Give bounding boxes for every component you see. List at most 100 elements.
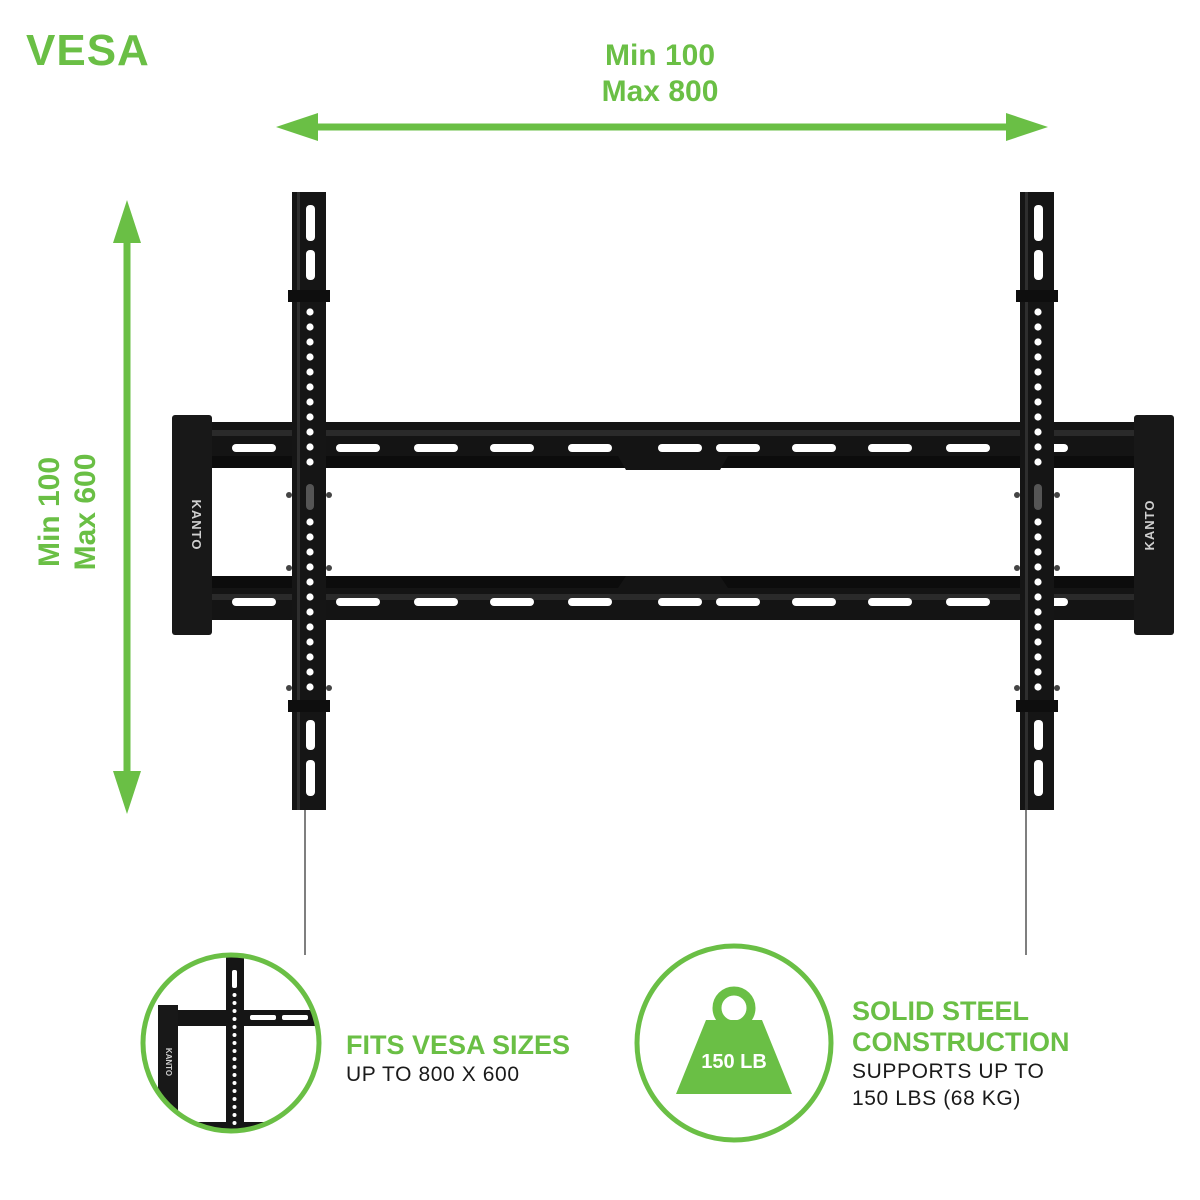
detail-hole xyxy=(232,993,237,997)
arm-hole xyxy=(1034,443,1042,451)
detail-hole xyxy=(232,1025,237,1029)
detail-hole xyxy=(232,1113,237,1117)
detail-hole xyxy=(232,1089,237,1093)
detail-hole xyxy=(232,1033,237,1037)
brand-right: KANTO xyxy=(1142,500,1157,551)
plate-slot xyxy=(336,444,380,452)
arm-hole xyxy=(306,323,314,331)
horizontal-max: Max 800 xyxy=(601,75,719,108)
arm-hole xyxy=(306,578,314,586)
plate-slot xyxy=(868,598,912,606)
arm-hole xyxy=(306,338,314,346)
horizontal-arrow xyxy=(276,113,1048,141)
plate-slot xyxy=(716,444,760,452)
arm-hole xyxy=(306,668,314,676)
detail-hole xyxy=(232,1105,237,1109)
plate-slot xyxy=(716,598,760,606)
weight-icon: 150 LB xyxy=(634,943,834,1143)
arm-hole xyxy=(1034,668,1042,676)
arm-hole xyxy=(306,308,314,316)
arm-hole xyxy=(1034,323,1042,331)
arm-hole xyxy=(306,413,314,421)
arm-hole xyxy=(306,608,314,616)
arm-hole xyxy=(1034,398,1042,406)
arm-hole xyxy=(306,548,314,556)
horizontal-dimension-label: Min 100 Max 800 xyxy=(560,38,760,110)
feature-steel: SOLID STEEL CONSTRUCTION SUPPORTS UP TO … xyxy=(852,996,1070,1112)
plate-slot xyxy=(414,598,458,606)
arm-hole xyxy=(1034,563,1042,571)
plate-slot xyxy=(490,444,534,452)
wall-plate xyxy=(172,415,1174,635)
arm-hole xyxy=(306,623,314,631)
vertical-arrow xyxy=(113,200,141,814)
detail-hole xyxy=(232,1009,237,1013)
detail-hole xyxy=(232,1017,237,1021)
arm-hole xyxy=(306,683,314,691)
plate-slot xyxy=(868,444,912,452)
detail-hole xyxy=(232,1041,237,1045)
arm-hole xyxy=(1034,638,1042,646)
left-arm xyxy=(286,192,332,955)
arm-hole xyxy=(306,383,314,391)
right-arm xyxy=(1014,192,1060,955)
plate-slot xyxy=(490,598,534,606)
arm-hole xyxy=(1034,413,1042,421)
plate-slot xyxy=(568,444,612,452)
arm-hole xyxy=(1034,368,1042,376)
page-title: VESA xyxy=(26,26,150,75)
arm-hole xyxy=(306,353,314,361)
arm-hole xyxy=(1034,533,1042,541)
arm-hole xyxy=(1034,623,1042,631)
arm-hole xyxy=(306,563,314,571)
plate-slot xyxy=(946,598,990,606)
plate-slot xyxy=(232,598,276,606)
feature-steel-heading-2: CONSTRUCTION xyxy=(852,1027,1070,1057)
feature-steel-heading-1: SOLID STEEL xyxy=(852,996,1030,1026)
arm-hole xyxy=(1034,653,1042,661)
arm-slot xyxy=(306,484,314,510)
arm-hole xyxy=(306,398,314,406)
arm-hole xyxy=(306,638,314,646)
feature-steel-sub-1: SUPPORTS UP TO xyxy=(852,1060,1045,1083)
detail-hole xyxy=(232,1001,237,1005)
vesa-detail-icon: KANTO xyxy=(140,952,322,1134)
horizontal-min: Min 100 xyxy=(604,39,716,72)
arm-slot xyxy=(1034,484,1042,510)
arm-hole xyxy=(306,533,314,541)
arm-hole xyxy=(1034,353,1042,361)
detail-hole xyxy=(232,1065,237,1069)
arm-hole xyxy=(1034,428,1042,436)
plate-slot xyxy=(568,598,612,606)
detail-hole xyxy=(232,1049,237,1053)
arm-hole xyxy=(306,653,314,661)
plate-slot xyxy=(946,444,990,452)
plate-slot xyxy=(414,444,458,452)
arm-hole xyxy=(306,368,314,376)
detail-hole xyxy=(232,1081,237,1085)
arm-hole xyxy=(306,518,314,526)
plate-slot xyxy=(232,444,276,452)
arm-hole xyxy=(1034,578,1042,586)
arm-hole xyxy=(1034,608,1042,616)
arm-hole xyxy=(1034,683,1042,691)
arm-hole xyxy=(306,443,314,451)
arm-hole xyxy=(306,593,314,601)
arm-hole xyxy=(1034,548,1042,556)
arm-hole xyxy=(306,458,314,466)
plate-slot xyxy=(792,444,836,452)
detail-hole xyxy=(232,1097,237,1101)
feature-steel-sub-2: 150 LBS (68 KG) xyxy=(852,1087,1021,1110)
detail-hole xyxy=(232,1121,237,1125)
brand-detail: KANTO xyxy=(164,1048,173,1076)
arm-hole xyxy=(1034,458,1042,466)
detail-hole xyxy=(232,1057,237,1061)
arm-hole xyxy=(1034,308,1042,316)
plate-slot xyxy=(336,598,380,606)
arm-hole xyxy=(1034,383,1042,391)
detail-hole xyxy=(232,1073,237,1077)
feature-vesa-sub: UP TO 800 X 600 xyxy=(346,1063,520,1086)
plate-slot xyxy=(792,598,836,606)
weight-label: 150 LB xyxy=(701,1051,767,1073)
